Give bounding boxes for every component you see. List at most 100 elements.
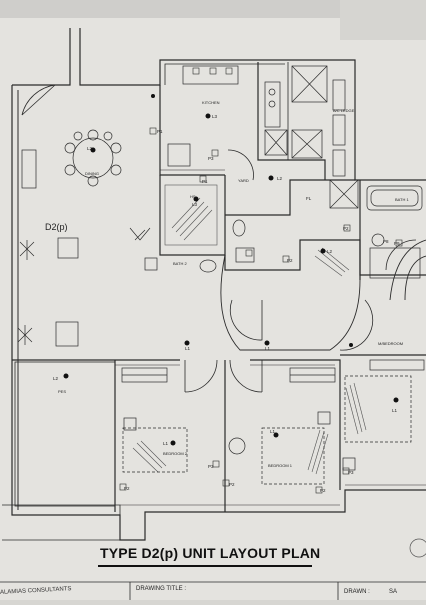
- bedroom2-door: [184, 359, 218, 393]
- tag-p2-bath2: P2: [287, 258, 293, 263]
- tag-p3-master: P3: [348, 470, 354, 475]
- plant-1: [129, 227, 151, 241]
- bath2-label: BATH 2: [173, 261, 187, 266]
- dining-label: DINING: [85, 171, 99, 176]
- drawing-title-label: DRAWING TITLE :: [136, 586, 187, 592]
- bedroom1-walls: [250, 359, 341, 490]
- plant-2: [19, 240, 35, 260]
- light-master: [393, 397, 399, 403]
- tag-fl-yard: FL: [306, 196, 312, 201]
- pes-area: [2, 361, 121, 541]
- fixture-tags: L2 L3 L2 L3 L2 L1 L1 L2 L1 L1 L1 P1 P3 P…: [53, 114, 400, 493]
- tag-p1-entry: P1: [157, 129, 163, 134]
- master-door: [339, 299, 374, 351]
- tag-p2-bedroom2: P2: [124, 486, 130, 491]
- outer-wall-north: [79, 28, 426, 181]
- tag-l1-master: L1: [392, 408, 398, 413]
- entrance-door-swing: [21, 84, 56, 116]
- light-master-door: [349, 343, 353, 347]
- light-pes: [63, 373, 69, 379]
- bath1-label: BATH 1: [395, 197, 409, 202]
- dining-table: [64, 129, 122, 187]
- pes-label: PES: [58, 389, 66, 394]
- bed-bedroom2: [122, 427, 188, 473]
- paper-top-shadow: [0, 0, 426, 18]
- bedroom1-label: BEDROOM 1: [268, 463, 293, 468]
- tag-p3-bedroom2: P3: [208, 464, 214, 469]
- unit-label: D2(p): [45, 222, 68, 232]
- bathtub: [366, 185, 423, 211]
- tag-l1-bedroom1: L1: [270, 429, 276, 434]
- tag-l2-yard: L2: [277, 176, 283, 181]
- outer-wall-south: [11, 85, 426, 541]
- plant-3: [17, 325, 33, 345]
- ac-ledge-label: A/C LEDGE: [333, 108, 355, 113]
- hs-label: HS: [190, 194, 196, 199]
- tag-l1-corridor-2: L1: [265, 346, 271, 351]
- bedroom2-label: BEDROOM 2: [163, 451, 188, 456]
- tag-l2-bath2: L2: [327, 249, 333, 254]
- light-corridor-2: [264, 340, 270, 346]
- bath1-basin: [371, 233, 385, 247]
- light-kitchen: [205, 113, 211, 119]
- tag-l2-dining: L2: [87, 146, 93, 151]
- kitchen-fixtures: [167, 65, 359, 209]
- title-underline: [98, 565, 312, 567]
- tag-p2-yard: P2: [343, 226, 349, 231]
- light-corridor-1: [184, 340, 190, 346]
- hs-toilet: [232, 219, 246, 237]
- tag-p2-bedroom1: P2: [229, 482, 235, 487]
- kitchen-label: KITCHEN: [202, 100, 220, 105]
- tag-p2-master: P2: [320, 488, 326, 493]
- light-yard: [268, 175, 274, 181]
- corridor-door-left: [229, 299, 263, 341]
- bed-bedroom1: [261, 427, 325, 485]
- entrance-door-leaf: [21, 84, 56, 116]
- master-bedroom-label: M/BEDROOM: [378, 341, 403, 346]
- kitchen-counter: [182, 65, 239, 85]
- tag-p8-bath1: P8: [383, 239, 389, 244]
- construction-marks: [409, 538, 426, 558]
- tag-l1-corridor-1: L1: [185, 346, 191, 351]
- outer-wall-northwest: [12, 28, 71, 86]
- bath2-shower: [235, 247, 255, 263]
- bath1-walls: [359, 180, 426, 276]
- title-block-frame: [0, 581, 426, 600]
- tag-l3-hs: L3: [192, 202, 198, 207]
- wall-thickness-lines: [115, 169, 426, 506]
- light-points: [63, 94, 399, 446]
- tag-p9-bath1: P9: [394, 241, 400, 246]
- tag-l2-pes: L2: [53, 376, 59, 381]
- tag-l3-kitchen: L3: [212, 114, 218, 119]
- plant-stand: [144, 257, 158, 271]
- yard-door: [227, 149, 254, 181]
- bedroom1-chair: [228, 437, 246, 455]
- walls: [11, 28, 426, 541]
- kitchen-north-wall: [164, 63, 285, 85]
- light-bath2: [320, 248, 326, 254]
- ac-unit: [329, 179, 359, 209]
- light-bedroom1: [273, 432, 279, 438]
- light-bedroom2: [170, 440, 176, 446]
- fridge: [167, 143, 191, 167]
- bed-master: [344, 375, 412, 443]
- yard-label: YARD: [238, 178, 249, 183]
- bath1-vanity: [369, 247, 421, 279]
- kitchen-east-wall: [257, 62, 326, 180]
- light-dining: [90, 147, 96, 153]
- tag-p1-hs: P1: [202, 179, 208, 184]
- corridor-curves: [220, 239, 426, 351]
- bedroom1-door: [229, 359, 263, 393]
- socket-symbols: [119, 67, 403, 494]
- tag-l1-bedroom2: L1: [163, 441, 169, 446]
- drawing-title: TYPE D2(p) UNIT LAYOUT PLAN: [100, 545, 321, 561]
- drawn-value: SA: [389, 589, 398, 595]
- bath-fixtures: [199, 185, 423, 279]
- paper-corner-shadow: [340, 0, 426, 40]
- bedroom-furniture: [121, 359, 425, 485]
- living-furniture: [17, 149, 158, 347]
- hatched-fixtures: [132, 184, 367, 475]
